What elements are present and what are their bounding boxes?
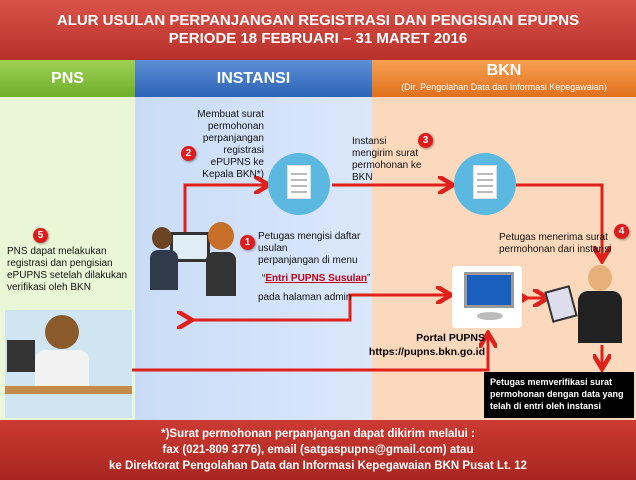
document-icon — [268, 153, 330, 215]
footer-line-1: *)Surat permohonan perpanjangan dapat di… — [161, 428, 475, 440]
step-1-text: Petugas mengisi daftar usulan perpanjang… — [258, 231, 378, 304]
footer-line-3: ke Direktorat Pengolahan Data dan Inform… — [109, 460, 527, 472]
column-header-bkn: BKN (Dir. Pengolahan Data dan Informasi K… — [372, 60, 636, 97]
arrow-to-doc1 — [183, 185, 266, 245]
step-1-badge: 1 — [240, 235, 255, 250]
bkn-title: BKN — [486, 62, 522, 79]
verification-note: Petugas memverifikasi surat permohonan d… — [484, 372, 634, 418]
arrow-instansi-portal — [189, 295, 448, 320]
bkn-officer-illustration — [544, 263, 628, 343]
column-header-pns: PNS — [0, 60, 135, 97]
quote-close: ” — [367, 273, 371, 284]
step-1-line-1: Petugas mengisi daftar usulan — [258, 231, 361, 254]
arrow-portal-to-pns — [113, 336, 488, 370]
pns-user-illustration — [5, 310, 132, 418]
portal-label: Portal PUPNS https://pupns.bkn.go.id — [350, 331, 485, 359]
bkn-subtitle: (Dir. Pengolahan Data dan Informasi Kepe… — [401, 82, 607, 92]
instansi-officers-illustration — [150, 222, 240, 302]
step-4-text: Petugas menerima surat permohonan dari i… — [499, 232, 612, 255]
entri-pupns-susulan-link[interactable]: Entri PUPNS Susulan — [265, 273, 368, 284]
step-3-badge: 3 — [418, 133, 433, 148]
column-header-instansi: INSTANSI — [135, 60, 372, 97]
quote-open: “ — [262, 273, 266, 284]
footer-line-2: fax (021-809 3776), email (satgaspupns@g… — [162, 444, 474, 456]
step-3-text: Instansi mengirim surat permohonan ke BK… — [352, 136, 422, 183]
portal-name: Portal PUPNS — [416, 332, 485, 344]
arrow-doc2-to-officer — [516, 183, 602, 258]
step-4-badge: 4 — [614, 224, 629, 239]
step-5-text: PNS dapat melakukan registrasi dan pengi… — [7, 246, 128, 293]
page-header: ALUR USULAN PERPANJANGAN REGISTRASI DAN … — [0, 0, 636, 60]
title-line-2: PERIODE 18 FEBRUARI – 31 MARET 2016 — [168, 30, 468, 47]
document-icon — [454, 153, 516, 215]
step-1-line-3: pada halaman admin — [258, 292, 352, 303]
step-2-badge: 2 — [181, 146, 196, 161]
step-2-text: Membuat surat permohonan perpanjangan re… — [197, 109, 264, 180]
portal-computer-icon — [452, 266, 522, 328]
step-1-line-2: perpanjangan di menu — [258, 255, 358, 266]
title-line-1: ALUR USULAN PERPANJANGAN REGISTRASI DAN … — [56, 12, 580, 29]
portal-url[interactable]: https://pupns.bkn.go.id — [368, 346, 485, 358]
step-5-badge: 5 — [33, 228, 48, 243]
footer-note: *)Surat permohonan perpanjangan dapat di… — [0, 420, 636, 480]
